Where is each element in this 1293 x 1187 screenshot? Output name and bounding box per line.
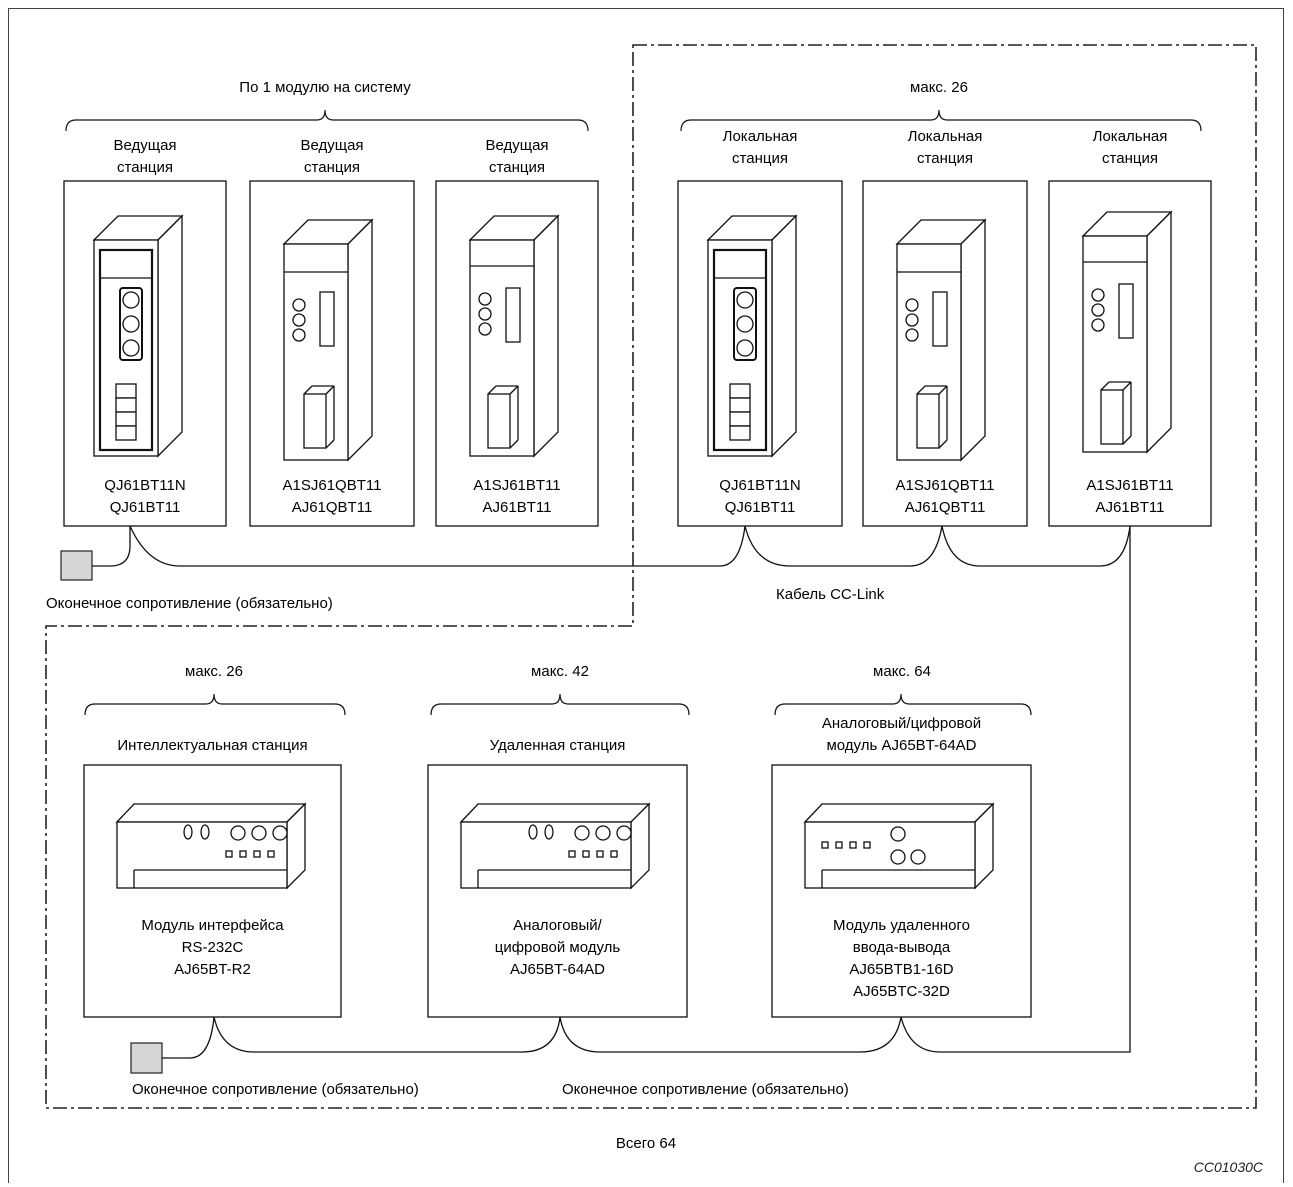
q-module-drawing-1 bbox=[92, 214, 184, 458]
station-models-local-2: A1SJ61QBT11 AJ61QBT11 bbox=[895, 477, 995, 516]
a-module-drawing-2 bbox=[895, 218, 987, 462]
station-role-local-1: Локальная станция bbox=[722, 128, 798, 167]
station-role-local-3: Локальная станция bbox=[1092, 128, 1168, 167]
bracket-intelligent bbox=[84, 693, 346, 716]
station-models-remote: Аналоговый/ цифровой модуль AJ65BT-64AD bbox=[494, 917, 621, 978]
cc-link-cable-bottom bbox=[162, 846, 1131, 1059]
cc-link-cable-top bbox=[92, 525, 1131, 846]
figure-code: CC01030C bbox=[1193, 1159, 1263, 1175]
bracket-master bbox=[65, 109, 589, 132]
bracket-label-remote: макс. 42 bbox=[531, 663, 589, 680]
terminator-resistor-bottom bbox=[130, 1042, 163, 1074]
a1s-module-drawing-2 bbox=[1081, 210, 1173, 454]
station-role-remote: Удаленная станция bbox=[489, 737, 626, 754]
bracket-label-master: По 1 модулю на систему bbox=[239, 79, 411, 96]
bracket-analog bbox=[774, 693, 1032, 716]
ad-module-drawing bbox=[459, 802, 651, 890]
station-models-master-1: QJ61BT11N QJ61BT11 bbox=[104, 477, 186, 516]
station-role-master-1: Ведущая станция bbox=[113, 137, 177, 176]
station-role-local-2: Локальная станция bbox=[907, 128, 983, 167]
station-models-analog: Модуль удаленного ввода-вывода AJ65BTB1-… bbox=[833, 917, 970, 1000]
outer-frame bbox=[8, 8, 1284, 1183]
a1s-module-drawing-1 bbox=[468, 214, 560, 458]
bracket-remote bbox=[430, 693, 690, 716]
station-role-analog: Аналоговый/цифровой модуль AJ65BT-64AD bbox=[821, 715, 982, 754]
station-role-intelligent: Интеллектуальная станция bbox=[117, 737, 308, 754]
station-models-master-2: A1SJ61QBT11 AJ61QBT11 bbox=[282, 477, 382, 516]
r2-module-drawing bbox=[115, 802, 307, 890]
slave-area-boundary bbox=[45, 44, 1257, 1109]
cable-label: Кабель CC-Link bbox=[776, 586, 885, 603]
terminator-resistor-top bbox=[60, 550, 93, 581]
q-module-drawing-2 bbox=[706, 214, 798, 458]
station-models-local-1: QJ61BT11N QJ61BT11 bbox=[719, 477, 801, 516]
io-module-drawing bbox=[803, 802, 995, 890]
station-models-master-3: A1SJ61BT11 AJ61BT11 bbox=[473, 477, 561, 516]
a-module-drawing-1 bbox=[282, 218, 374, 462]
total-label: Всего 64 bbox=[615, 1135, 677, 1152]
bracket-local bbox=[680, 109, 1202, 132]
station-role-master-2: Ведущая станция bbox=[300, 137, 364, 176]
station-role-master-3: Ведущая станция bbox=[485, 137, 549, 176]
terminator-label-top: Оконечное сопротивление (обязательно) bbox=[46, 595, 333, 612]
bracket-label-intelligent: макс. 26 bbox=[185, 663, 243, 680]
terminator-label-bottom-1: Оконечное сопротивление (обязательно) bbox=[132, 1081, 419, 1098]
bracket-label-analog: макс. 64 bbox=[873, 663, 931, 680]
station-models-local-3: A1SJ61BT11 AJ61BT11 bbox=[1086, 477, 1174, 516]
station-models-intelligent: Модуль интерфейса RS-232C AJ65BT-R2 bbox=[141, 917, 284, 978]
bracket-label-local: макс. 26 bbox=[910, 79, 968, 96]
terminator-label-bottom-2: Оконечное сопротивление (обязательно) bbox=[562, 1081, 849, 1098]
